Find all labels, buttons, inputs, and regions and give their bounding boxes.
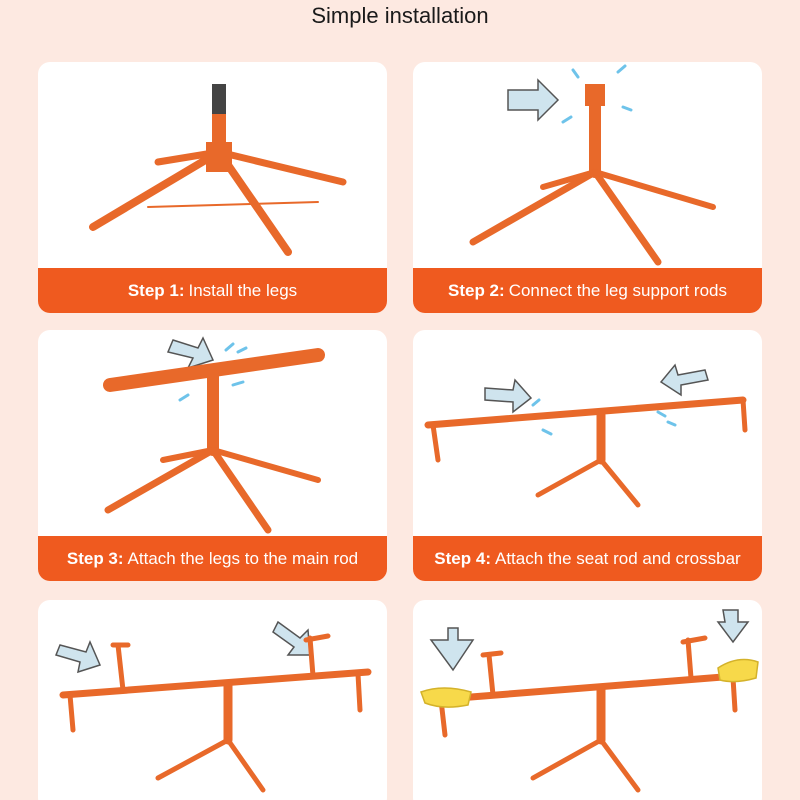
step-5-card [38,600,387,800]
direction-arrow-icon [507,78,560,122]
leg-support-illustration [469,64,716,266]
legs-stand-illustration [89,84,347,256]
step-1-label: Step 1: [127,280,185,300]
direction-arrow-icon [272,620,311,656]
seat-right-icon [717,658,759,683]
step-3-caption: Step 3: Attach the legs to the main rod [38,536,387,581]
step-6-card [413,600,762,800]
main-rod-illustration [103,336,325,534]
direction-arrow-icon [166,336,215,370]
step-4-text: Attach the seat rod and crossbar [494,548,741,568]
motion-marks-icon [178,342,248,402]
step-4-label: Step 4: [434,548,491,568]
direction-arrow-icon [716,609,750,644]
seat-rod-crossbar-illustration [424,363,748,508]
step-2-label: Step 2: [448,280,505,300]
seat-left-icon [420,687,472,708]
page-title: Simple installation [311,3,489,28]
step-4-caption: Step 4: Attach the seat rod and crossbar [413,536,762,581]
step-3-card: Step 3: Attach the legs to the main rod [38,330,387,581]
direction-arrow-icon [484,378,533,414]
step-2-card: Step 2: Connect the leg support rods [413,62,762,313]
seats-illustration [420,609,759,793]
crossbar-handles-illustration [54,620,372,793]
direction-arrow-icon [429,627,475,672]
step-2-caption: Step 2: Connect the leg support rods [413,268,762,313]
motion-marks-icon [561,64,633,124]
step-4-card: Step 4: Attach the seat rod and crossbar [413,330,762,581]
step-1-caption: Step 1: Install the legs [38,268,387,313]
direction-arrow-icon [54,640,102,674]
step-1-card: Step 1: Install the legs [38,62,387,313]
step-3-text: Attach the legs to the main rod [127,548,359,568]
step-1-text: Install the legs [188,280,298,300]
direction-arrow-icon [659,363,709,397]
step-3-label: Step 3: [66,548,124,568]
motion-marks-icon [531,398,677,436]
step-2-text: Connect the leg support rods [508,280,727,300]
